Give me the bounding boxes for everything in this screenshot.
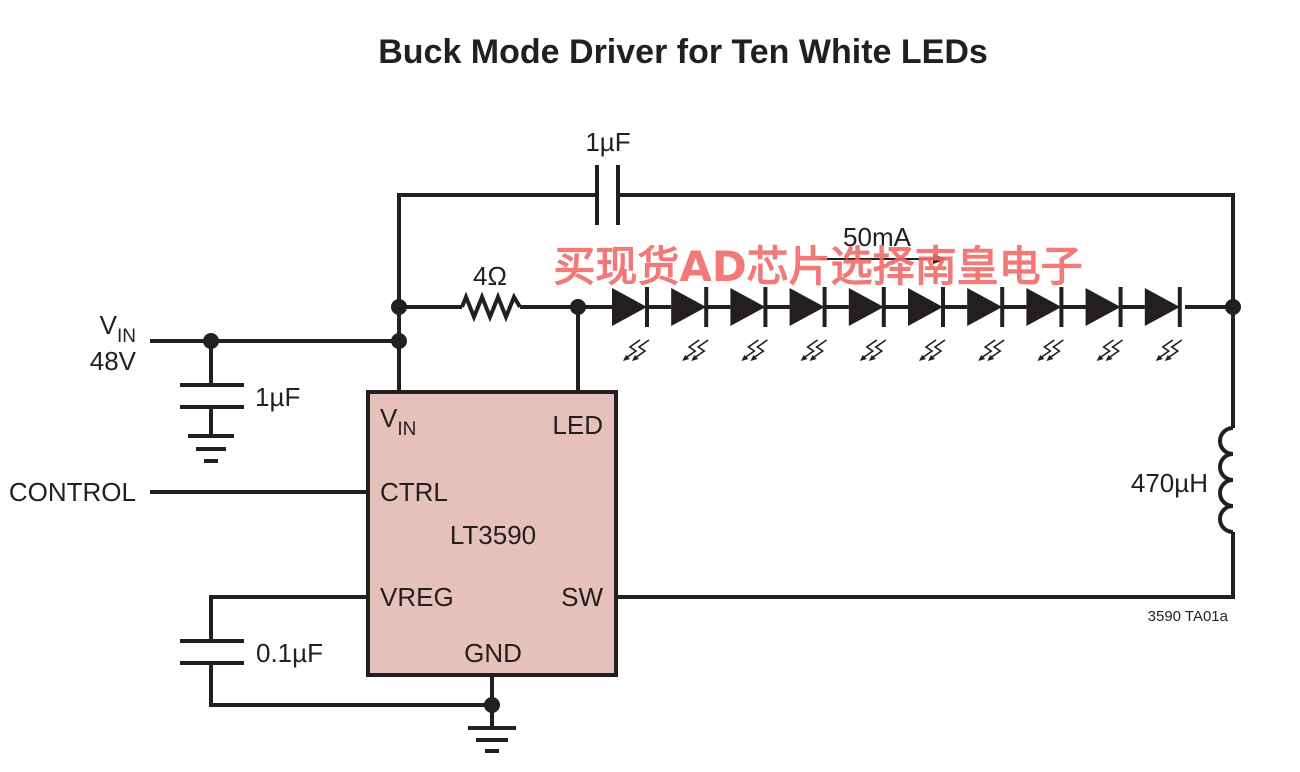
watermark-text: 买现货AD芯片选择南皇电子: [553, 242, 1082, 291]
resistor-label: 4Ω: [473, 261, 507, 291]
led-diode: [789, 287, 849, 361]
led-diode: [967, 287, 1027, 361]
resistor-4ohm: [460, 291, 522, 323]
control-label: CONTROL: [9, 477, 136, 507]
junction-dots: [203, 299, 1241, 713]
inductor-label: 470µH: [1131, 468, 1208, 498]
vin-value-label: 48V: [90, 346, 137, 376]
led-diode: [848, 287, 908, 361]
figure-id: 3590 TA01a: [1148, 608, 1229, 625]
ic-part-name: LT3590: [450, 520, 536, 550]
pin-ctrl: CTRL: [380, 477, 448, 507]
pin-led: LED: [552, 410, 603, 440]
led-diode: [612, 287, 672, 361]
led-diode: [671, 287, 731, 361]
vreg-capacitor-branch: [180, 595, 492, 707]
vin-input-branch: [150, 307, 401, 463]
led-string: [612, 287, 1183, 361]
led-diode: [1085, 287, 1145, 361]
lt3590-ic: [366, 390, 618, 677]
inductor-470uH: [616, 307, 1235, 599]
pin-vreg: VREG: [380, 582, 454, 612]
vin-label: VIN: [100, 310, 136, 347]
current-arrow: [820, 254, 947, 264]
schematic-title: Buck Mode Driver for Ten White LEDs: [378, 33, 988, 71]
pin-sw: SW: [561, 582, 603, 612]
led-rail: [399, 291, 1233, 323]
current-label: 50mA: [843, 222, 912, 252]
vreg-capacitor-label: 0.1µF: [256, 638, 323, 668]
input-capacitor-label: 1µF: [255, 382, 300, 412]
top-capacitor-label: 1µF: [585, 127, 630, 157]
led-diode: [1144, 287, 1183, 361]
top-capacitor-branch: [397, 165, 1235, 303]
led-diode: [730, 287, 790, 361]
led-diode: [1026, 287, 1086, 361]
pin-gnd: GND: [464, 638, 522, 668]
pin-vin: VIN: [380, 403, 416, 440]
led-diode: [908, 287, 968, 361]
